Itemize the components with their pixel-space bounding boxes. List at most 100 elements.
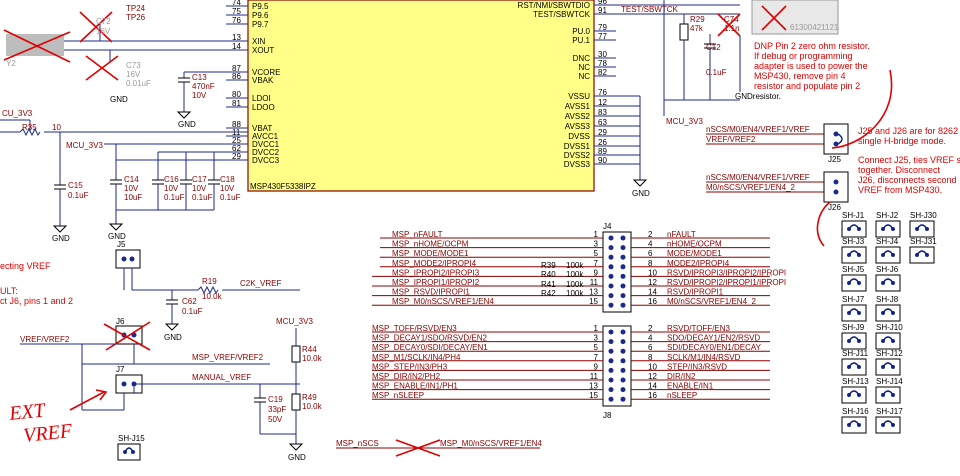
shunt-jumper[interactable]: [909, 220, 935, 238]
j4-right-net: RSVD/IPROPI1: [667, 288, 724, 297]
svg-text:100k: 100k: [566, 280, 584, 289]
j8-even-pin: 8: [648, 353, 653, 362]
ic-left-pin-num: 81: [232, 99, 241, 108]
c12-ref: C12: [706, 43, 721, 52]
shunt-label: SH-J5: [842, 265, 865, 274]
j26-net-1: nSCS/M0/EN4/VREF1/VREF: [706, 173, 810, 182]
j8-header[interactable]: [602, 325, 632, 407]
j6-ref: J6: [116, 317, 125, 326]
shunt-jumper[interactable]: [875, 246, 901, 264]
annotation-arrow-j25: [831, 69, 893, 149]
ic-right-pin-num: 79: [598, 23, 607, 32]
shunt-jumper[interactable]: [841, 304, 867, 322]
c17-ref: C17: [192, 175, 207, 184]
ic-right-pin-num: 63: [598, 118, 607, 127]
j4-right-net: nFAULT: [667, 230, 696, 239]
shunt-jumper[interactable]: [875, 304, 901, 322]
shunt-jumper[interactable]: [841, 332, 867, 350]
ic-left-pin-num: 14: [232, 42, 241, 51]
ic-left-pin-num: 74: [232, 0, 241, 7]
shunt-jumper[interactable]: [875, 220, 901, 238]
sh-j15-shunt[interactable]: [117, 443, 141, 461]
r35-ref: R35: [22, 123, 37, 132]
j8-even-pin: 10: [648, 362, 657, 371]
shunt-jumper[interactable]: [841, 386, 867, 404]
ic-right-pin-name: AVSS1: [565, 102, 591, 111]
j4-right-net: RSVD/IPROPI3/IPROPI2/IPROPI: [667, 268, 786, 277]
c14-volt: 10V: [124, 184, 139, 193]
shunt-jumper[interactable]: [875, 358, 901, 376]
shunt-jumper[interactable]: [875, 274, 901, 292]
j4-odd-pin: 15: [589, 297, 598, 306]
j25-net-1: nSCS/M0/EN4/VREF1/VREF: [706, 125, 810, 134]
gnd-label-c15: GND: [52, 234, 70, 243]
c16-volt: 10V: [164, 184, 179, 193]
shunt-jumper[interactable]: [909, 246, 935, 264]
j4-even-pin: 16: [648, 297, 657, 306]
shunt-jumper[interactable]: [841, 274, 867, 292]
shunt-jumper[interactable]: [841, 246, 867, 264]
tp24-label: TP24: [126, 4, 146, 13]
j8-even-pin: 6: [648, 343, 653, 352]
shunt-label: SH-J7: [842, 295, 865, 304]
c73-value: 16V: [126, 70, 141, 79]
j4-even-pin: 6: [648, 249, 653, 258]
j26-header[interactable]: [823, 171, 849, 203]
ic-left-pin-num: 29: [232, 152, 241, 161]
c73-value2: 0.01uF: [126, 79, 151, 88]
shunt-label: SH-J10: [876, 323, 903, 332]
handwritten-ext-vref: EXT VREF: [7, 389, 108, 447]
j26-net-2: M0/nSCS/VREF1/EN4_2: [706, 183, 795, 192]
shunt-jumper[interactable]: [841, 220, 867, 238]
ic-left-pin-num: 13: [232, 33, 241, 42]
j8-left-net: MSP_TOFF/RSVD/EN3: [372, 324, 457, 333]
gnd-label-right: GND: [632, 189, 650, 198]
c19-volt: 50V: [268, 415, 283, 424]
shunt-jumper[interactable]: [875, 332, 901, 350]
svg-text:J26, disconnects second: J26, disconnects second: [858, 175, 957, 185]
j25-ref: J25: [828, 155, 841, 164]
j25-header[interactable]: [823, 123, 849, 155]
j8-left-net: MSP_DECAY1/SDO/RSVD/EN2: [372, 334, 488, 343]
gnd-label-bottom: GND: [288, 453, 306, 462]
j4-left-net: MSP_nHOME/OCPM: [392, 240, 469, 249]
svg-text:R39: R39: [541, 261, 556, 270]
note-ct-j6: ct J6, pins 1 and 2: [0, 296, 73, 306]
ic-left-pin-num: 86: [232, 72, 241, 81]
shunt-label: SH-J30: [910, 211, 937, 220]
ic-left-pin-name: XOUT: [252, 46, 274, 55]
ic-right-pin-name: DVSS1: [564, 142, 591, 151]
j8-ref: J8: [603, 411, 612, 420]
gnd-label-c73: GND: [110, 95, 128, 104]
ic-left-pin-name: XIN: [252, 37, 266, 46]
c18-value: 0.1uF: [220, 193, 241, 202]
shunt-jumper[interactable]: [841, 358, 867, 376]
j4-left-net: MSP_MODE2/IPROPI4: [392, 259, 477, 268]
c18-ref: C18: [220, 175, 235, 184]
ic-right-pin-num: 76: [598, 88, 607, 97]
c19-ref: C19: [268, 395, 283, 404]
j4-header[interactable]: [602, 231, 632, 313]
c13-volt: 10V: [192, 91, 207, 100]
j25-net-2: VREF/VREF2: [706, 135, 756, 144]
j8-odd-pin: 15: [589, 391, 598, 400]
svg-text:R42: R42: [541, 289, 556, 298]
shunt-jumper[interactable]: [841, 416, 867, 434]
shunt-label: SH-J11: [842, 349, 869, 358]
svg-text:together. Disconnect: together. Disconnect: [858, 165, 941, 175]
dnp-note: DNP Pin 2 zero ohm resistor. If debug or…: [754, 41, 870, 91]
gnd-label-caps: GND: [108, 232, 126, 241]
j8-left-net: MSP_M1/SCLK/IN4/PH4: [372, 353, 461, 362]
j4-right-net: M0/nSCS/VREF1/EN4_2: [667, 297, 756, 306]
r44-value: 10.0k: [302, 354, 323, 363]
shunt-jumper[interactable]: [875, 416, 901, 434]
svg-text:DNP Pin 2 zero ohm resistor.: DNP Pin 2 zero ohm resistor.: [754, 41, 870, 51]
ic-right-pin-name: RST/NMI/SBWTDIO: [518, 1, 590, 10]
shunt-jumper[interactable]: [875, 386, 901, 404]
j8-right-net: DIR/IN2: [667, 372, 696, 381]
shunt-label: SH-J8: [876, 295, 899, 304]
j5-header[interactable]: [115, 249, 141, 269]
j8-left-net: MSP_DIR/IN2/PH2: [372, 372, 441, 381]
